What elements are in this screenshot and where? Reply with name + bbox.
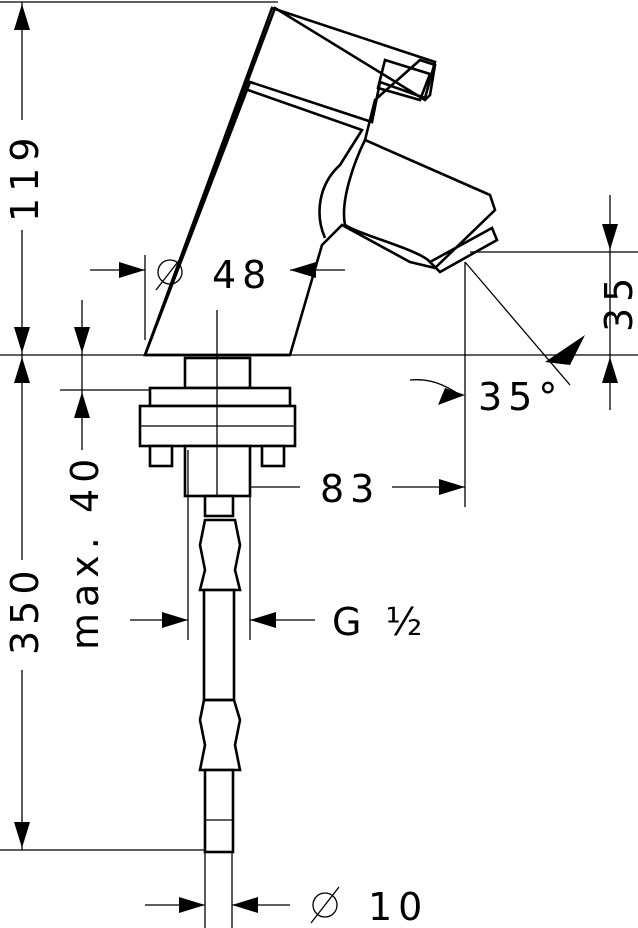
max-40-label: max. 40 — [63, 453, 107, 650]
diameter-48-label: 48 — [212, 253, 272, 297]
diameter-icon — [155, 253, 185, 291]
supply-hose — [187, 450, 251, 928]
spout-angle-label: 35° — [478, 375, 563, 419]
max-40-dimension: max. 40 — [60, 300, 150, 650]
spout-angle-dimension: 35° — [409, 261, 585, 419]
diameter-icon — [310, 886, 340, 924]
pipe-diameter-dimension: 10 — [145, 885, 428, 928]
thread-label: G ½ — [332, 600, 428, 644]
height-119-label: 119 — [3, 131, 47, 222]
reach-83-label: 83 — [320, 467, 380, 511]
diameter-10-label: 10 — [368, 885, 428, 928]
body-diameter-dimension: 48 — [90, 253, 345, 340]
height-350-label: 350 — [3, 564, 47, 655]
thread-dimension: G ½ — [130, 600, 428, 644]
faucet-body — [143, 6, 499, 357]
spout-35-label: 35 — [597, 272, 638, 332]
height-dimension: 119 350 — [3, 2, 47, 850]
spout-height-dimension: 35 — [470, 195, 638, 410]
